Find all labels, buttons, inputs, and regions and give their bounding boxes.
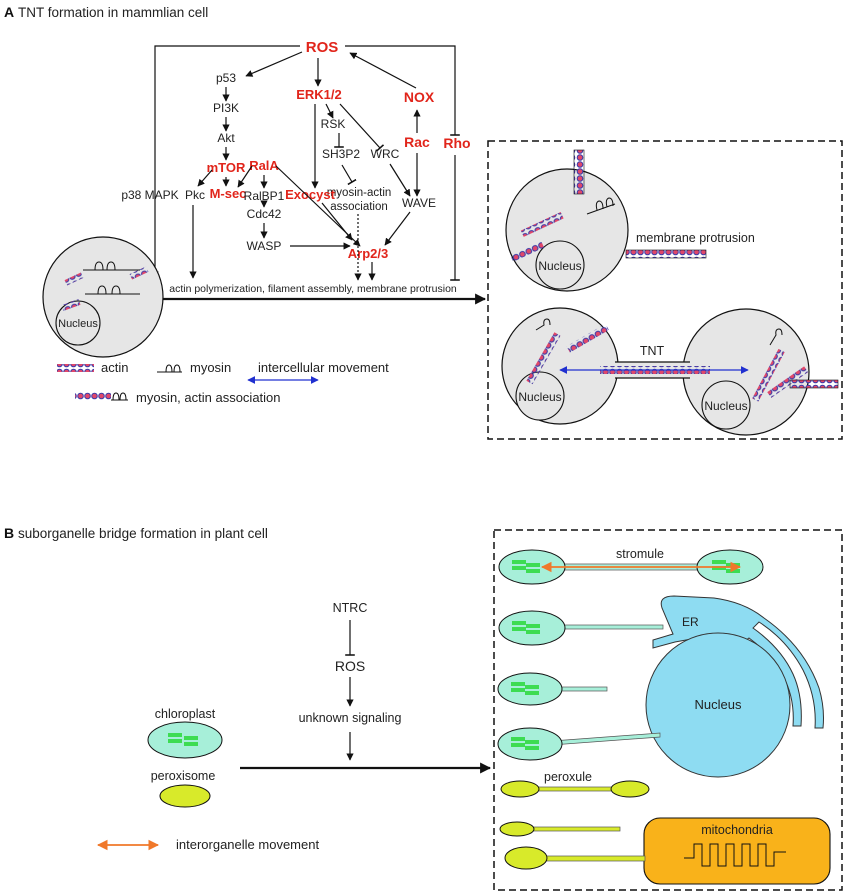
lower-left-nucleus: Nucleus bbox=[518, 390, 561, 404]
b-ntrc: NTRC bbox=[333, 601, 368, 615]
b-chloroplast-label: chloroplast bbox=[155, 707, 216, 721]
node-msec: M-sec bbox=[210, 186, 247, 201]
node-mtor: mTOR bbox=[207, 160, 246, 175]
b-er-label: ER bbox=[682, 615, 699, 629]
legend-intercellular: intercellular movement bbox=[258, 360, 389, 375]
b-peroxisome-label: peroxisome bbox=[151, 769, 216, 783]
node-exocyst: Exocyst bbox=[285, 187, 336, 202]
node-p38: p38 MAPK bbox=[121, 188, 178, 202]
b-mitochondria-label: mitochondria bbox=[701, 823, 773, 837]
left-cell-nucleus: Nucleus bbox=[58, 318, 98, 330]
b-interorganelle-label: interorganelle movement bbox=[176, 837, 319, 852]
lower-right-nucleus: Nucleus bbox=[704, 399, 747, 413]
legend-a: actin myosin intercellular movement myos… bbox=[57, 360, 389, 405]
pathway-labels: ROS p53 PI3K Akt mTOR ERK1/2 RSK SH3P2 W… bbox=[121, 39, 470, 295]
b-peroxule-label: peroxule bbox=[544, 770, 592, 784]
node-myoact-2: association bbox=[330, 201, 388, 213]
node-erk: ERK1/2 bbox=[296, 87, 342, 102]
legend-myosin-actin: myosin, actin association bbox=[136, 390, 281, 405]
node-akt: Akt bbox=[217, 131, 235, 145]
node-wasp: WASP bbox=[247, 239, 282, 253]
stromule-box: ER Nucleus stromule peroxule bbox=[493, 529, 843, 891]
node-sh3p2: SH3P2 bbox=[322, 147, 360, 161]
legend-myosin: myosin bbox=[190, 360, 231, 375]
node-rac: Rac bbox=[404, 134, 430, 150]
left-cell: Nucleus bbox=[42, 236, 164, 358]
panel-a-letter: A bbox=[4, 4, 14, 20]
node-ralbp1: RalBP1 bbox=[244, 189, 285, 203]
panel-b-title: suborganelle bridge formation in plant c… bbox=[18, 526, 268, 541]
upper-cell-nucleus: Nucleus bbox=[538, 259, 581, 273]
panel-b-pathway: NTRC ROS unknown signaling bbox=[240, 601, 492, 774]
b-ros: ROS bbox=[335, 658, 365, 674]
b-left-organelles: chloroplast peroxisome interorganelle mo… bbox=[96, 707, 319, 852]
node-pi3k: PI3K bbox=[213, 101, 239, 115]
legend-actin: actin bbox=[101, 360, 128, 375]
tnt-box: Nucleus membrane protrusion Nucleus Nucl… bbox=[487, 140, 843, 440]
node-nox: NOX bbox=[404, 89, 435, 105]
node-outcome: actin polymerization, filament assembly,… bbox=[169, 283, 457, 295]
tnt-label: TNT bbox=[640, 344, 665, 358]
node-wrc: WRC bbox=[371, 147, 400, 161]
node-cdc42: Cdc42 bbox=[247, 207, 282, 221]
pathway-edges bbox=[151, 45, 487, 305]
b-unknown: unknown signaling bbox=[299, 711, 402, 725]
node-wave: WAVE bbox=[402, 196, 436, 210]
node-p53: p53 bbox=[216, 71, 236, 85]
panel-a-title: TNT formation in mammlian cell bbox=[18, 5, 208, 20]
node-myoact-1: myosin-actin bbox=[327, 187, 392, 199]
node-rsk: RSK bbox=[321, 117, 346, 131]
node-pkc: Pkc bbox=[185, 188, 205, 202]
membrane-protrusion-label: membrane protrusion bbox=[636, 231, 755, 245]
node-rala: RalA bbox=[249, 158, 279, 173]
node-arp: Arp2/3 bbox=[348, 246, 388, 261]
panel-b-letter: B bbox=[4, 525, 14, 541]
node-ros: ROS bbox=[306, 39, 339, 56]
node-rho: Rho bbox=[443, 135, 470, 151]
b-nucleus-label: Nucleus bbox=[695, 697, 742, 712]
b-stromule-label: stromule bbox=[616, 547, 664, 561]
